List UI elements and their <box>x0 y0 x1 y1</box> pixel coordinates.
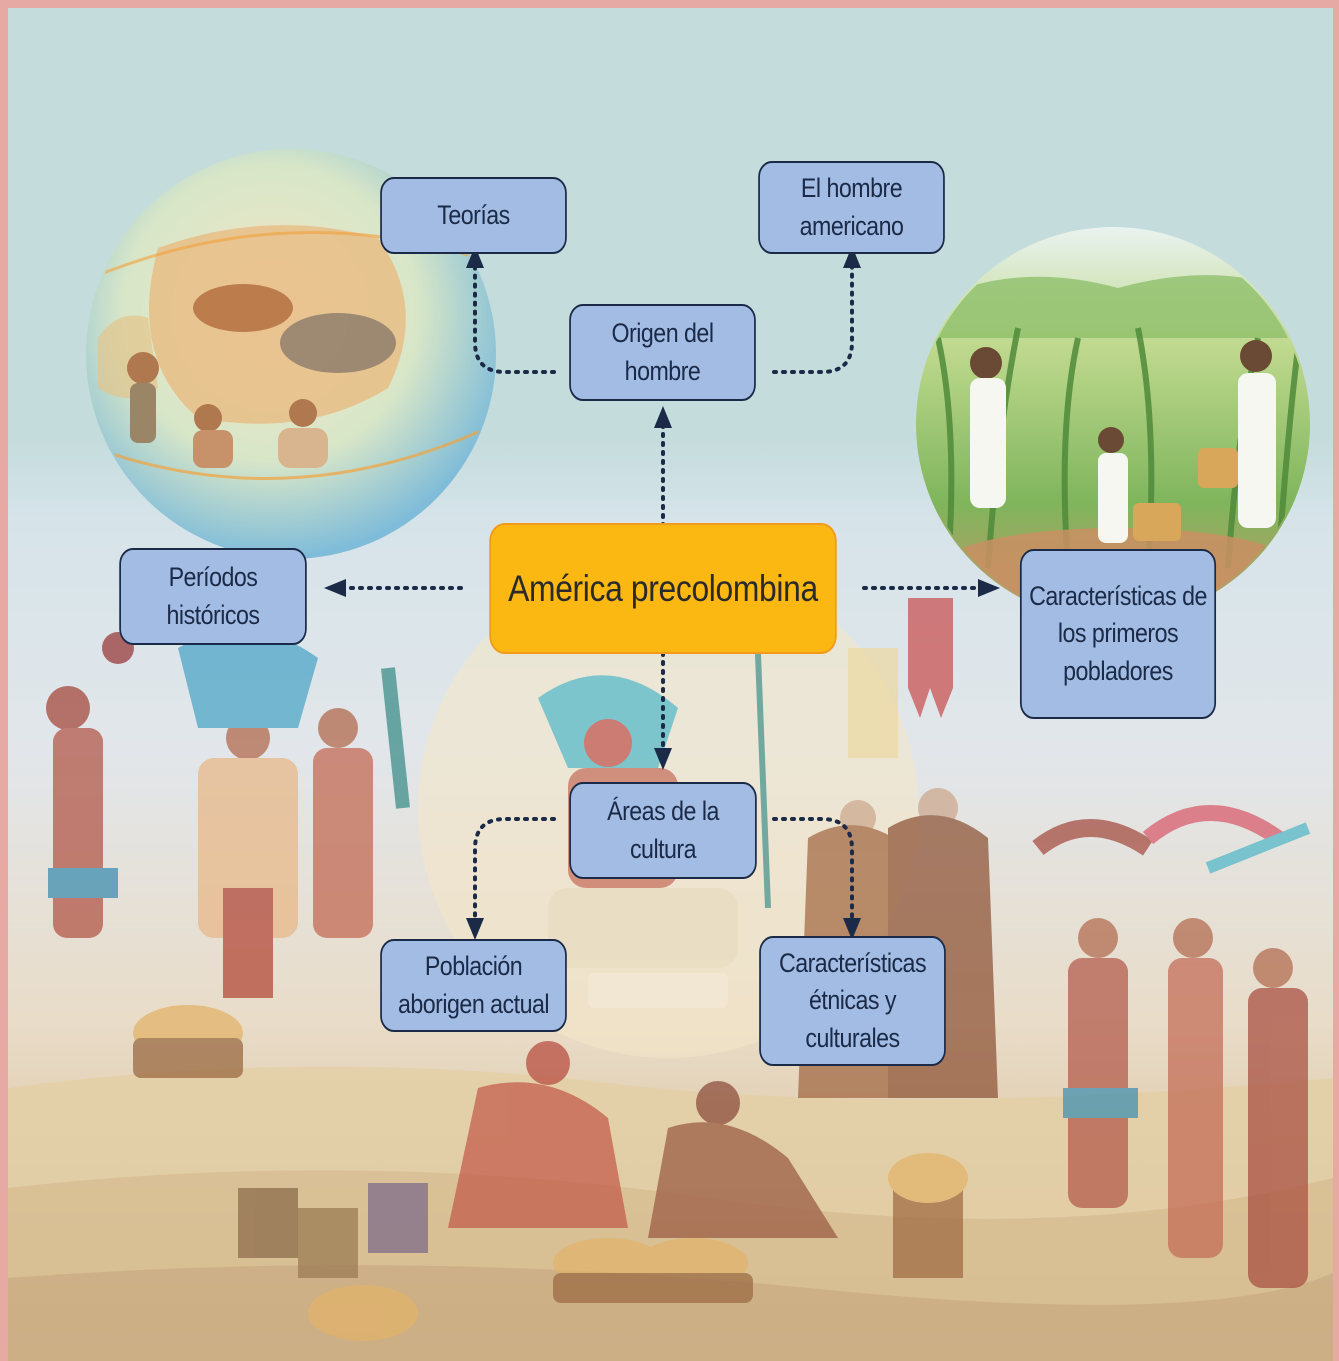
connectors <box>336 264 990 927</box>
node-caracteristicas-pobladores: Características de los primeros poblador… <box>1019 549 1217 719</box>
node-teorias: Teorías <box>380 177 567 254</box>
concept-map-canvas: Teorías El hombre americano Origen del h… <box>8 8 1333 1361</box>
connector-origen-teorias <box>473 264 556 374</box>
arrowhead-origen <box>654 406 672 428</box>
arrowhead-poblacion <box>466 918 484 940</box>
arrowheads <box>324 246 1000 940</box>
node-america-precolombina: América precolombina <box>489 523 837 654</box>
node-poblacion-aborigen: Población aborigen actual <box>380 939 567 1032</box>
right-figures-illustration <box>1032 805 1311 1288</box>
arrowhead-etnicas <box>843 918 861 940</box>
node-caracteristicas-etnicas: Características étnicas y culturales <box>759 936 946 1066</box>
node-areas-de-la-cultura: Áreas de la cultura <box>569 782 757 879</box>
arrowhead-teorias <box>466 246 484 268</box>
arrowhead-periodos <box>324 579 346 597</box>
node-origen-del-hombre: Origen del hombre <box>569 304 756 401</box>
connector-origen-hombre <box>772 264 854 374</box>
lower-figures-illustration <box>238 1041 968 1341</box>
node-periodos-historicos: Períodos históricos <box>119 548 307 645</box>
node-hombre-americano: El hombre americano <box>758 161 945 254</box>
arrowhead-hombre <box>843 246 861 268</box>
cornfield-illustration <box>916 227 1310 621</box>
left-figures-illustration <box>46 630 410 1078</box>
arrowhead-areas <box>654 748 672 770</box>
connector-areas-poblacion <box>473 817 556 927</box>
arrowhead-caracteristicas <box>978 579 1000 597</box>
connector-areas-etnicas <box>772 817 854 927</box>
